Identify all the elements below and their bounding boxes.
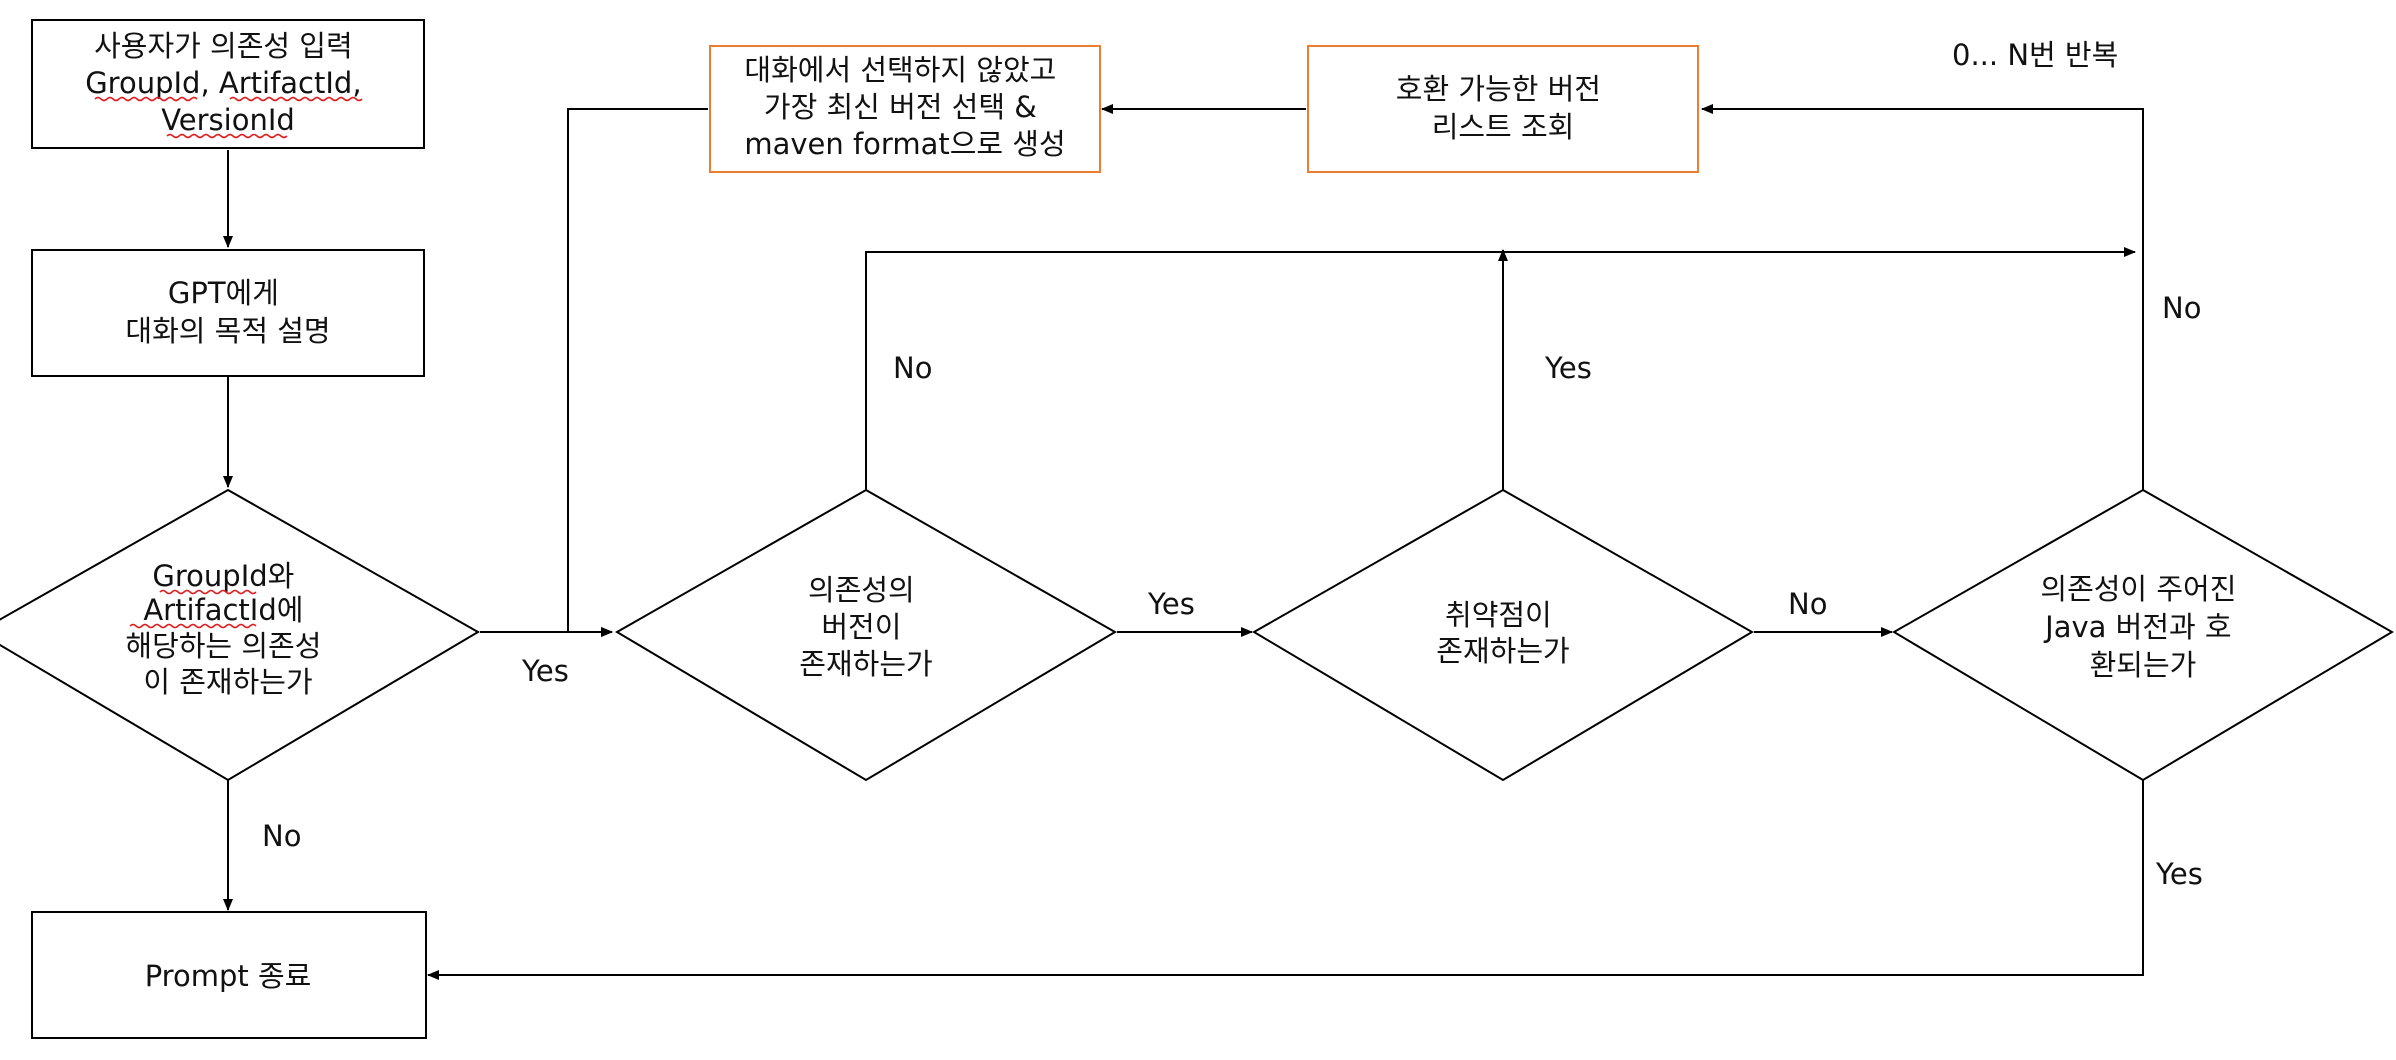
process-box xyxy=(31,19,425,149)
label-line: 대화의 목적 설명 xyxy=(125,314,330,348)
node-explain: GPT에게 대화의 목적 설명 xyxy=(31,249,425,377)
node-label: 의존성의 버전이 존재하는가 xyxy=(799,573,932,681)
node-decision-compat: 의존성이 주어진 Java 버전과 호 환되는가 xyxy=(1892,488,2394,782)
spellcheck-underline xyxy=(129,623,257,629)
label-line: 취약점이 xyxy=(1445,598,1552,632)
decision-diamond xyxy=(1252,488,1754,782)
node-label: 사용자가 의존성 입력 GroupId, ArtifactId, Version… xyxy=(85,29,371,137)
label-line: 의존성이 주어진 xyxy=(2040,572,2236,606)
node-label: Prompt 종료 xyxy=(145,959,312,993)
node-label: GroupId와 ArtifactId에 해당하는 의존성 이 존재하는가 xyxy=(125,559,330,699)
edge-labels: Yes No No Yes Yes No No Yes 0... N번 반복 xyxy=(262,38,2203,891)
edge-label-exists-yes: Yes xyxy=(521,654,569,688)
label-line: 가장 최신 버전 선택 & xyxy=(764,90,1037,124)
node-end: Prompt 종료 xyxy=(31,911,427,1039)
edge-label-exists-no: No xyxy=(262,819,301,853)
spellcheck-underline xyxy=(229,96,363,102)
node-label: 취약점이 존재하는가 xyxy=(1436,598,1569,668)
label-line: 존재하는가 xyxy=(799,647,932,681)
spellcheck-underline xyxy=(94,96,198,102)
label-line: Prompt 종료 xyxy=(145,959,312,993)
label-line: 존재하는가 xyxy=(1436,634,1569,668)
spellcheck-underlines xyxy=(94,96,363,139)
label-line: 리스트 조회 xyxy=(1432,110,1575,144)
spellcheck-underline xyxy=(166,133,288,139)
edge-label-vuln-no: No xyxy=(1788,587,1827,621)
process-box xyxy=(31,911,427,1039)
label-line: GroupId, ArtifactId, xyxy=(85,66,361,100)
label-line: 환되는가 xyxy=(2090,648,2197,682)
edge-label-compat-yes: Yes xyxy=(2155,857,2203,891)
node-decision-vuln: 취약점이 존재하는가 xyxy=(1252,488,1754,782)
label-line: GPT에게 xyxy=(168,276,279,310)
node-label: 대화에서 선택하지 않았고 가장 최신 버전 선택 & maven format… xyxy=(744,53,1065,161)
label-line: 호환 가능한 버전 xyxy=(1396,72,1601,106)
label-line: maven format으로 생성 xyxy=(744,127,1065,161)
decision-diamond xyxy=(1892,488,2394,782)
node-decision-exists: GroupId와 ArtifactId에 해당하는 의존성 이 존재하는가 xyxy=(0,488,480,782)
edge-label-compat-no: No xyxy=(2162,291,2201,325)
process-box xyxy=(709,45,1101,173)
loop-repeat-label: 0... N번 반복 xyxy=(1952,38,2118,72)
edge-compat-no xyxy=(1701,104,2144,490)
edge-select-to-version xyxy=(567,108,708,637)
label-line: VersionId xyxy=(161,103,295,137)
node-decision-version: 의존성의 버전이 존재하는가 xyxy=(615,488,1117,782)
process-box xyxy=(31,249,425,377)
label-line: 사용자가 의존성 입력 xyxy=(94,29,353,63)
edge-version-no xyxy=(865,247,2136,490)
process-box xyxy=(1307,45,1699,173)
node-label: 의존성이 주어진 Java 버전과 호 환되는가 xyxy=(2040,572,2245,682)
label-line: 버전이 xyxy=(821,610,901,644)
node-select-latest: 대화에서 선택하지 않았고 가장 최신 버전 선택 & maven format… xyxy=(709,45,1101,173)
node-start: 사용자가 의존성 입력 GroupId, ArtifactId, Version… xyxy=(31,19,425,149)
label-line: 이 존재하는가 xyxy=(143,665,312,699)
label-line: 의존성의 xyxy=(808,573,915,607)
decision-diamond xyxy=(0,488,480,782)
spellcheck-underline xyxy=(159,589,257,595)
label-line: ArtifactId에 xyxy=(143,593,303,627)
label-line: GroupId와 xyxy=(152,559,294,593)
label-line: Java 버전과 호 xyxy=(2043,610,2231,644)
label-line: 대화에서 선택하지 않았고 xyxy=(744,53,1056,87)
node-list-versions: 호환 가능한 버전 리스트 조회 xyxy=(1307,45,1699,173)
node-label: 호환 가능한 버전 리스트 조회 xyxy=(1396,72,1610,144)
edge-label-version-no: No xyxy=(893,351,932,385)
label-line: 해당하는 의존성 xyxy=(125,629,321,663)
node-label: GPT에게 대화의 목적 설명 xyxy=(125,276,330,348)
edge-label-version-yes: Yes xyxy=(1147,587,1195,621)
spellcheck-underlines xyxy=(129,589,257,629)
connectors xyxy=(223,104,2144,980)
decision-diamond xyxy=(615,488,1117,782)
edge-compat-yes xyxy=(427,780,2144,980)
edge-label-vuln-yes: Yes xyxy=(1544,351,1592,385)
